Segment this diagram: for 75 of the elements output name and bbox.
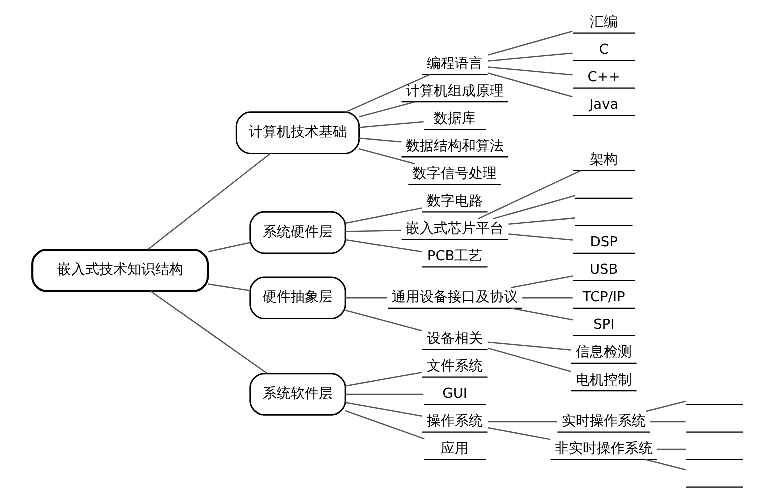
node-text: 电机控制 <box>576 372 632 388</box>
node-text: 设备相关 <box>426 330 483 347</box>
connector <box>492 195 575 220</box>
node-line <box>574 198 632 199</box>
connector <box>488 421 557 423</box>
node-text: 嵌入式芯片平台 <box>406 220 504 237</box>
node-text: Java <box>589 97 618 114</box>
connector <box>522 298 572 299</box>
node-text: 架构 <box>590 152 618 168</box>
connector <box>488 52 572 62</box>
connector <box>645 400 686 412</box>
connector <box>510 276 573 288</box>
node-box: 系统硬件层 <box>249 211 346 254</box>
node-text: DSP <box>590 234 618 251</box>
node-text: SPI <box>593 317 614 334</box>
node-line <box>686 459 743 460</box>
connector <box>650 421 686 423</box>
connector <box>345 394 424 396</box>
connector <box>147 153 270 250</box>
node-text: 编程语言 <box>426 56 483 72</box>
connector <box>657 448 686 450</box>
connector <box>344 310 422 332</box>
node-text: C++ <box>587 70 620 86</box>
connector <box>510 308 573 321</box>
connector <box>207 242 250 253</box>
connector <box>358 148 415 165</box>
node-text: 操作系统 <box>426 414 483 430</box>
node-text: 计算机组成原理 <box>406 83 504 100</box>
node-text: GUI <box>442 386 467 402</box>
node-text: USB <box>589 262 618 278</box>
node-line <box>686 486 743 488</box>
node-text: TCP/IP <box>582 290 625 306</box>
connector <box>358 121 424 128</box>
connector <box>358 102 415 118</box>
node-box: 系统软件层 <box>249 373 346 416</box>
connector <box>208 284 250 292</box>
connector <box>487 427 550 440</box>
connector <box>487 348 571 372</box>
node-text: 数字信号处理 <box>412 166 497 182</box>
connector <box>487 30 572 56</box>
connector <box>345 298 387 299</box>
connector <box>358 138 402 143</box>
node-text: 文件系统 <box>426 358 483 374</box>
connector <box>487 72 572 98</box>
node-line <box>686 432 743 433</box>
connector <box>344 402 422 417</box>
node-text: 应用 <box>440 441 469 458</box>
connector <box>508 234 572 241</box>
connector <box>344 239 422 253</box>
node-text: 汇编 <box>590 14 618 31</box>
connector <box>478 170 581 220</box>
node-text: 实时操作系统 <box>562 414 646 430</box>
node-line <box>686 404 743 406</box>
node-box: 计算机技术基础 <box>235 112 360 154</box>
connector <box>488 342 571 351</box>
node-text: 信息检测 <box>576 344 632 361</box>
connector <box>508 218 575 226</box>
node-box: 硬件抽象层 <box>249 276 346 320</box>
node-box: 嵌入式技术知识结构 <box>31 248 209 292</box>
connector <box>345 230 402 232</box>
connector <box>344 372 422 387</box>
node-text: 非实时操作系统 <box>554 441 653 458</box>
node-text: 通用设备接口及协议 <box>392 290 518 306</box>
connector <box>150 290 268 374</box>
node-text: 数字电路 <box>426 193 483 210</box>
node-text: 数据结构和算法 <box>406 138 504 154</box>
node-text: PCB工艺 <box>426 248 482 264</box>
node-line <box>574 225 632 226</box>
connector <box>344 74 430 113</box>
connector <box>344 410 424 440</box>
connector <box>344 208 422 224</box>
node-text: 数据库 <box>434 110 476 127</box>
node-text: C <box>598 42 608 58</box>
connector <box>488 66 572 76</box>
connector <box>645 459 686 471</box>
